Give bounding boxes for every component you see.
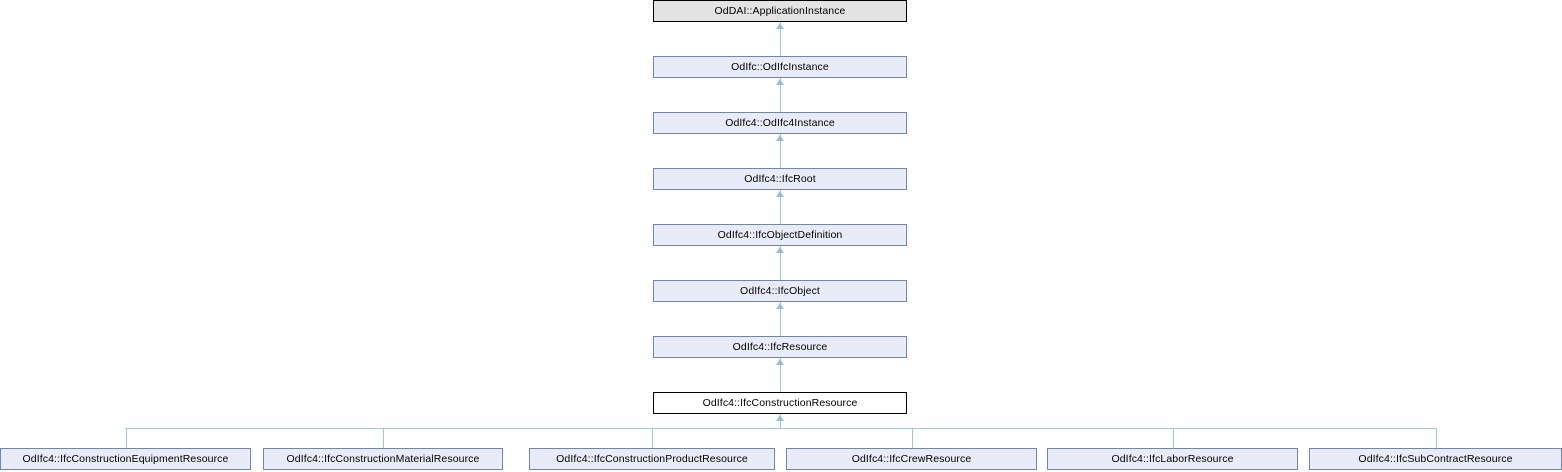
- inheritance-connector: [383, 428, 384, 448]
- inheritance-connector: [780, 358, 781, 392]
- class-node-odifc4-ifcobjectdefinition[interactable]: OdIfc4::IfcObjectDefinition: [653, 224, 907, 246]
- inheritance-bus-line: [125, 428, 1437, 429]
- inheritance-arrow-icon: [776, 247, 784, 253]
- inheritance-connector: [780, 246, 781, 280]
- inheritance-arrow-icon: [776, 23, 784, 29]
- inheritance-connector: [780, 302, 781, 336]
- inheritance-connector: [780, 134, 781, 168]
- inheritance-arrow-icon: [776, 415, 784, 421]
- class-node-odifc4-ifcobject[interactable]: OdIfc4::IfcObject: [653, 280, 907, 302]
- class-node-odifc4-ifcconstructionproductresource[interactable]: OdIfc4::IfcConstructionProductResource: [529, 448, 775, 470]
- class-node-odifc4-ifccrewresource[interactable]: OdIfc4::IfcCrewResource: [786, 448, 1037, 470]
- class-node-odifc4-odifc4instance[interactable]: OdIfc4::OdIfc4Instance: [653, 112, 907, 134]
- class-node-odifc4-ifcroot[interactable]: OdIfc4::IfcRoot: [653, 168, 907, 190]
- inheritance-arrow-icon: [776, 359, 784, 365]
- inheritance-connector: [1436, 428, 1437, 448]
- class-node-odifc4-ifcconstructionequipmentresource[interactable]: OdIfc4::IfcConstructionEquipmentResource: [0, 448, 251, 470]
- inheritance-arrow-icon: [776, 79, 784, 85]
- inheritance-connector: [652, 428, 653, 448]
- class-node-odifc4-ifcsubcontractresource[interactable]: OdIfc4::IfcSubContractResource: [1309, 448, 1562, 470]
- inheritance-arrow-icon: [776, 135, 784, 141]
- inheritance-connector: [780, 78, 781, 112]
- class-node-odifc-odifcinstance[interactable]: OdIfc::OdIfcInstance: [653, 56, 907, 78]
- inheritance-arrow-icon: [776, 303, 784, 309]
- inheritance-connector: [780, 22, 781, 56]
- inheritance-connector: [126, 428, 127, 448]
- inheritance-connector: [780, 190, 781, 224]
- class-node-odifc4-ifclaborresource[interactable]: OdIfc4::IfcLaborResource: [1047, 448, 1298, 470]
- inheritance-connector: [1173, 428, 1174, 448]
- inheritance-connector: [780, 414, 781, 429]
- class-node-odifc4-ifcconstructionresource[interactable]: OdIfc4::IfcConstructionResource: [653, 392, 907, 414]
- class-node-odifc4-ifcresource[interactable]: OdIfc4::IfcResource: [653, 336, 907, 358]
- inheritance-connector: [912, 428, 913, 448]
- inheritance-arrow-icon: [776, 191, 784, 197]
- class-node-oddai-applicationinstance[interactable]: OdDAI::ApplicationInstance: [653, 0, 907, 22]
- class-node-odifc4-ifcconstructionmaterialresource[interactable]: OdIfc4::IfcConstructionMaterialResource: [263, 448, 503, 470]
